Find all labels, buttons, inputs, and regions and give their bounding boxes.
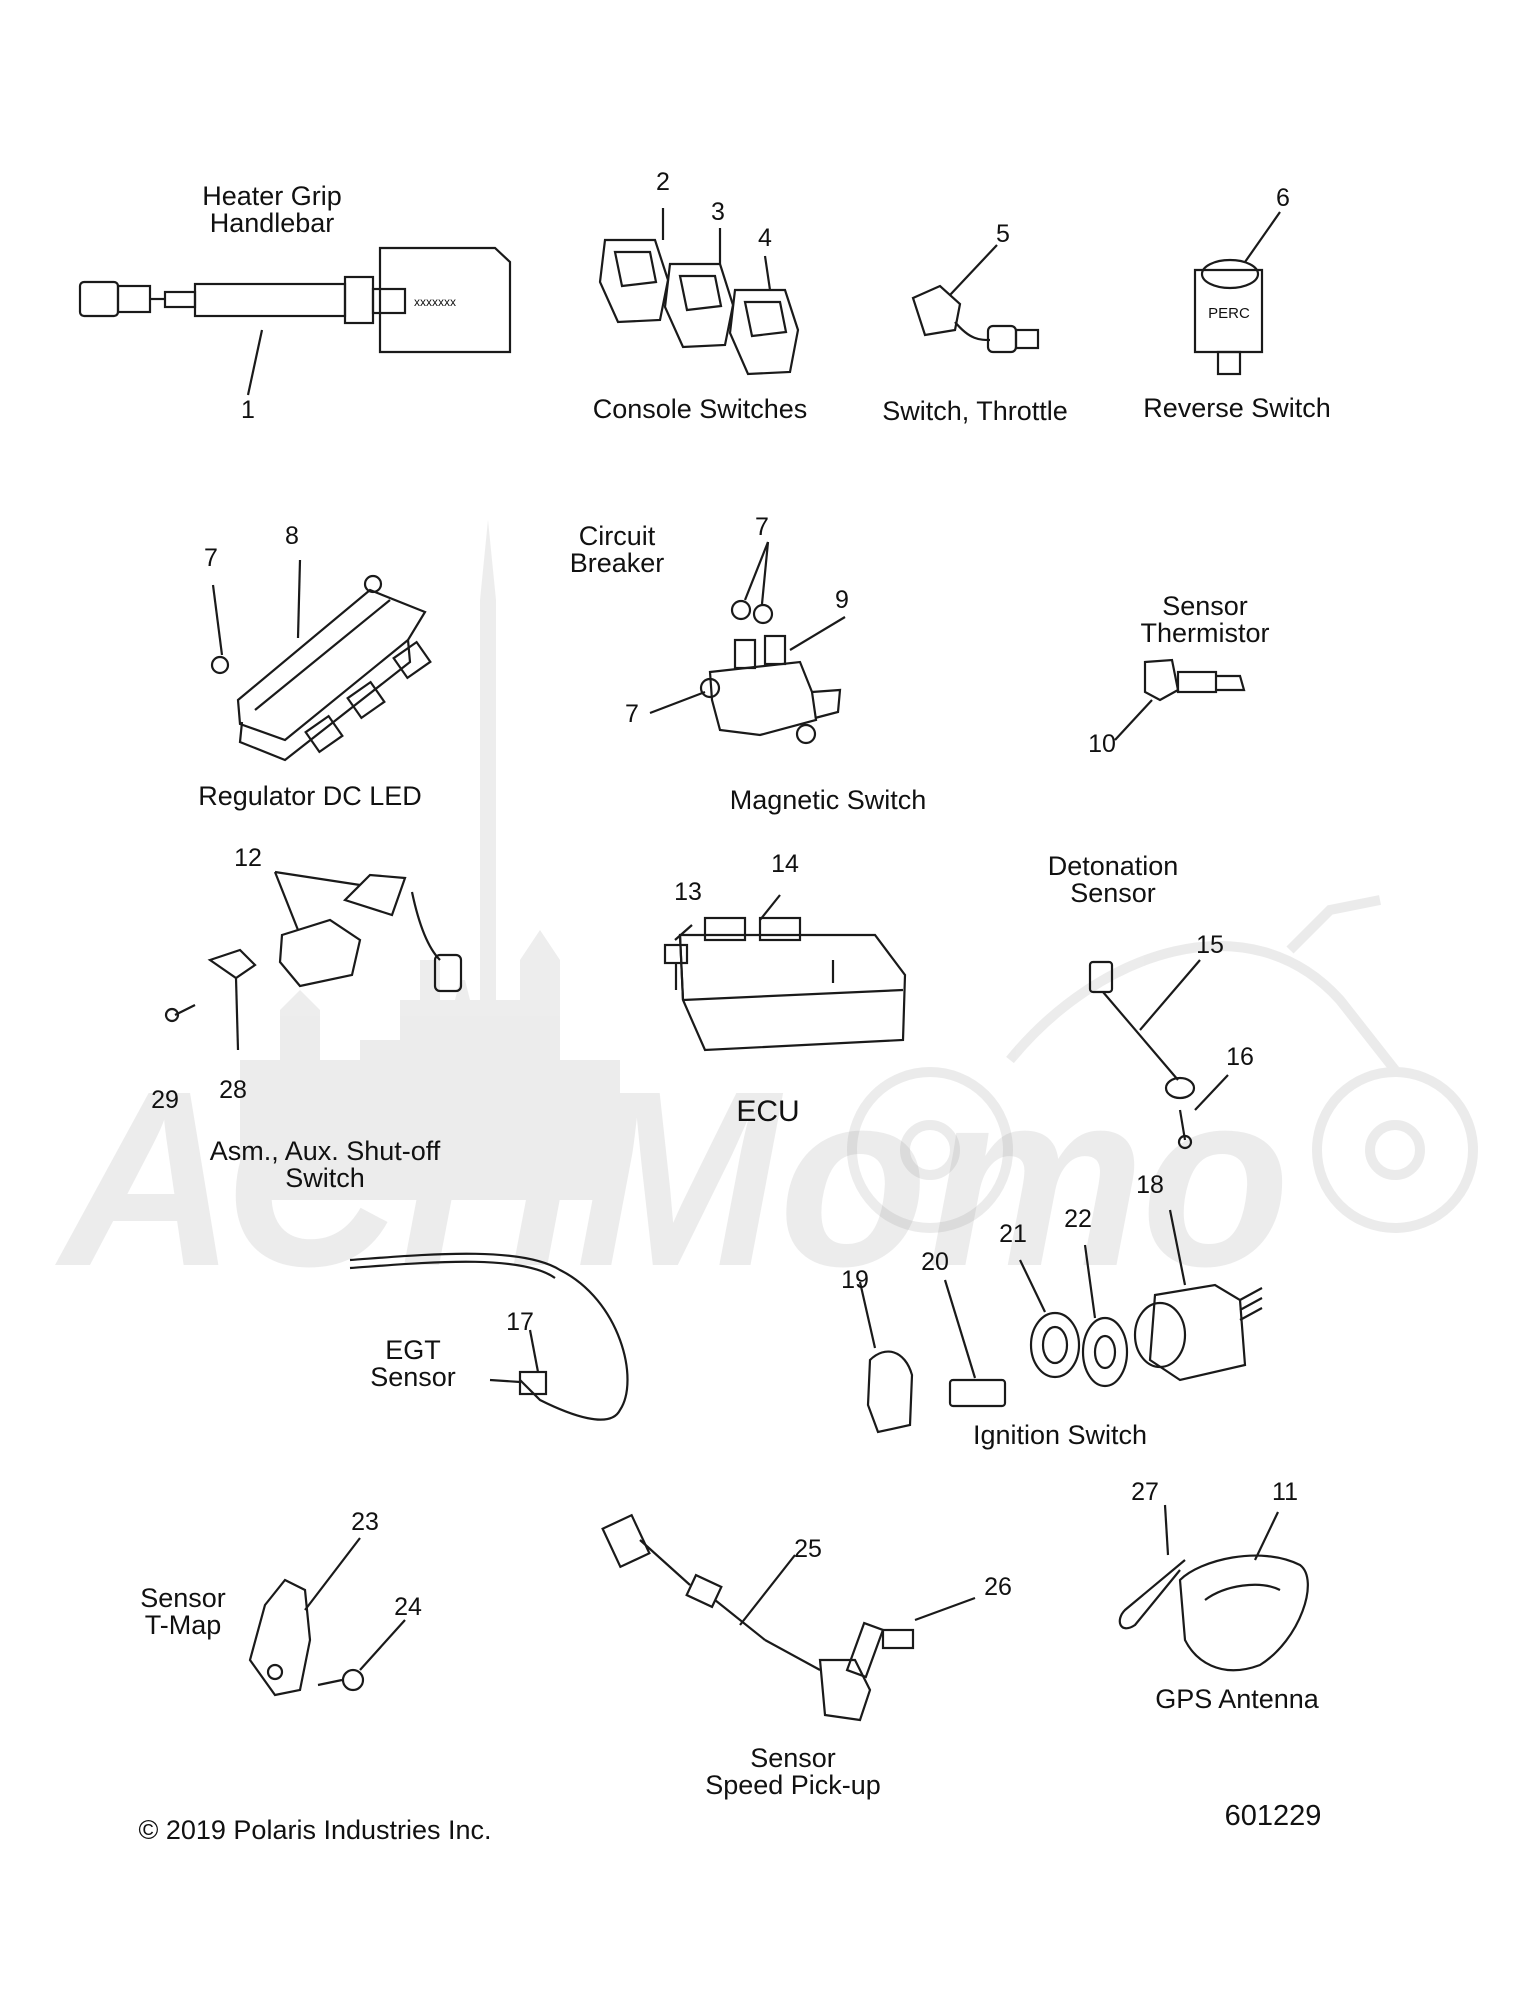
callout-12: 12 xyxy=(234,844,262,872)
heater-grip-label-2: Handlebar xyxy=(209,208,335,238)
aux-shutoff-label-1: Asm., Aux. Shut-off xyxy=(209,1136,441,1166)
reverse-switch-label: Reverse Switch xyxy=(1143,393,1331,423)
thermistor-drawing xyxy=(1114,658,1246,741)
tmap-drawing xyxy=(248,1537,406,1697)
watermark-motorcycle xyxy=(847,895,1478,1233)
detonation-label-1: Detonation xyxy=(1047,851,1179,881)
callout-5: 5 xyxy=(996,220,1010,248)
callout-18: 18 xyxy=(1136,1171,1164,1199)
detonation-label-2: Sensor xyxy=(1070,878,1156,908)
copyright: © 2019 Polaris Industries Inc. xyxy=(138,1815,492,1845)
callout-16: 16 xyxy=(1226,1043,1254,1071)
speed-drawing xyxy=(601,1513,976,1722)
callout-27: 27 xyxy=(1131,1478,1159,1506)
gps-drawing xyxy=(1118,1504,1309,1672)
tmap-label-1: Sensor xyxy=(140,1583,226,1613)
aux-shutoff-drawing xyxy=(164,870,463,1051)
magnetic-switch-drawing xyxy=(649,541,846,745)
callout-19: 19 xyxy=(841,1266,869,1294)
callout-25: 25 xyxy=(794,1535,822,1563)
callout-21: 21 xyxy=(999,1220,1027,1248)
callout-24: 24 xyxy=(394,1593,422,1621)
console-switches-drawing xyxy=(598,208,800,376)
egt-drawing xyxy=(349,1252,629,1421)
reverse-switch-stamp: PERC xyxy=(1208,305,1250,322)
egt-label-2: Sensor xyxy=(370,1362,456,1392)
callout-15: 15 xyxy=(1196,931,1224,959)
callout-10: 10 xyxy=(1088,730,1116,758)
callout-2: 2 xyxy=(656,168,670,196)
callout-28: 28 xyxy=(219,1076,247,1104)
regulator-drawing xyxy=(210,559,432,762)
callout-6: 6 xyxy=(1276,184,1290,212)
callout-7-breaker: 7 xyxy=(755,513,769,541)
speed-label-1: Sensor xyxy=(750,1743,836,1773)
circuit-breaker-label-2: Breaker xyxy=(569,548,665,578)
speed-label-2: Speed Pick-up xyxy=(705,1770,881,1800)
callout-3: 3 xyxy=(711,198,725,226)
ignition-drawing xyxy=(858,1209,1263,1434)
thermistor-label-2: Thermistor xyxy=(1140,618,1270,648)
callout-17: 17 xyxy=(506,1308,534,1336)
ignition-label: Ignition Switch xyxy=(972,1420,1148,1450)
callout-8: 8 xyxy=(285,522,299,550)
callout-1: 1 xyxy=(241,396,255,424)
magnetic-switch-label: Magnetic Switch xyxy=(729,785,927,815)
reverse-switch-drawing: PERC xyxy=(1193,211,1281,376)
callout-13: 13 xyxy=(674,878,702,906)
callout-7-switch: 7 xyxy=(625,700,639,728)
diagram-number: 601229 xyxy=(1224,1800,1322,1832)
callout-20: 20 xyxy=(921,1248,949,1276)
callout-4: 4 xyxy=(758,224,772,252)
callout-7-regulator: 7 xyxy=(204,544,218,572)
heater-grip-label-1: Heater Grip xyxy=(202,181,342,211)
throttle-switch-drawing xyxy=(911,244,1040,354)
egt-label-1: EGT xyxy=(385,1335,441,1365)
watermark-text: АСНМото xyxy=(54,1039,1290,1318)
aux-shutoff-label-2: Switch xyxy=(285,1163,365,1193)
tmap-label-2: T-Map xyxy=(144,1610,222,1640)
callout-26: 26 xyxy=(984,1573,1012,1601)
gps-label: GPS Antenna xyxy=(1155,1684,1319,1714)
circuit-breaker-label-1: Circuit xyxy=(578,521,656,551)
callout-23: 23 xyxy=(351,1508,379,1536)
heater-grip-drawing xyxy=(78,246,512,396)
heater-grip-stamp: xxxxxxx xyxy=(414,295,456,309)
watermark: АСНМото xyxy=(54,520,1290,1318)
callout-11: 11 xyxy=(1272,1478,1298,1506)
detonation-drawing xyxy=(1088,959,1229,1150)
callout-22: 22 xyxy=(1064,1205,1092,1233)
throttle-switch-label: Switch, Throttle xyxy=(882,396,1068,426)
ecu-label: ECU xyxy=(736,1095,800,1128)
regulator-label: Regulator DC LED xyxy=(198,781,422,811)
ecu-drawing xyxy=(663,894,907,1052)
callout-29: 29 xyxy=(151,1086,179,1114)
console-switches-label: Console Switches xyxy=(592,394,808,424)
thermistor-label-1: Sensor xyxy=(1162,591,1248,621)
callout-14: 14 xyxy=(771,850,799,878)
callout-9: 9 xyxy=(835,586,849,614)
